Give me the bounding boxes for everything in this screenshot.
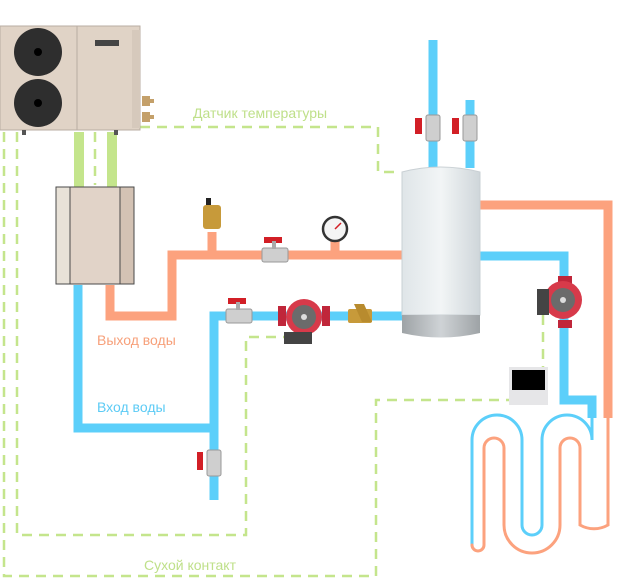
floor-loop-hot [470,416,610,555]
y-strainer-icon [348,304,372,323]
air-vent-valve-icon [203,198,221,229]
label-outdoor-unit: Наружный блок [14,4,116,20]
buffer-tank-icon [401,166,481,338]
label-pump-right: Насос [503,275,543,291]
label-filter: Фильтр [335,275,383,291]
circulation-pump-left-icon[interactable] [278,299,330,344]
floor-loop-cold [470,413,594,547]
hot-pipe-out [105,250,402,321]
outdoor-control-wire-2 [15,132,285,537]
release-valve-icon[interactable] [452,114,478,142]
label-water-fill: Заполнение водой [424,0,503,32]
label-indoor-unit: Внутренний блок [28,199,44,310]
label-floor-loop: Контур теплого пола [462,562,596,578]
label-air-valve: Воздушный клапан [186,160,262,192]
outdoor-control-wire-1 [2,132,510,578]
refrigerant-line-2 [107,132,117,187]
refrigerant-lines [74,132,117,187]
valve-cold-icon[interactable] [225,298,253,324]
pressure-gauge-icon [321,215,349,243]
label-release-valve: Выпускной клапан [465,55,536,87]
label-water-in: Вход воды [97,399,166,415]
label-pump-left: Насос [280,356,320,372]
label-water-out: Выход воды [97,332,176,348]
control-wires [2,125,545,578]
refrigerant-line-1 [74,132,84,187]
indoor-unit-icon [55,186,135,285]
label-reserve-tank: Резервный бак [488,175,585,191]
cold-pipe-tank-to-floor [478,251,597,418]
ball-valves [197,114,478,477]
cold-pipe-return [209,311,402,428]
valve-hot-icon[interactable] [261,237,289,263]
hot-pipe-tank-to-floor [478,200,613,418]
drain-valve-icon[interactable] [197,449,222,477]
label-manometer: Манометр [302,194,369,210]
label-drain-valve: Дренажный клапан [102,450,178,482]
circulation-pump-right-icon[interactable] [537,276,582,328]
floor-heating-loop [470,413,610,555]
label-dry-contact: Сухой контакт [144,557,236,573]
outdoor-unit-icon [0,25,154,135]
cold-pipes [73,40,597,500]
label-thermostat: Термостат [425,373,493,389]
thermostat-icon[interactable] [509,367,548,405]
label-temp-sensor: Датчик температуры [193,105,328,121]
temp-sensor-wire [140,125,400,174]
hot-pipes [105,200,613,418]
fill-valve-icon[interactable] [415,114,441,142]
